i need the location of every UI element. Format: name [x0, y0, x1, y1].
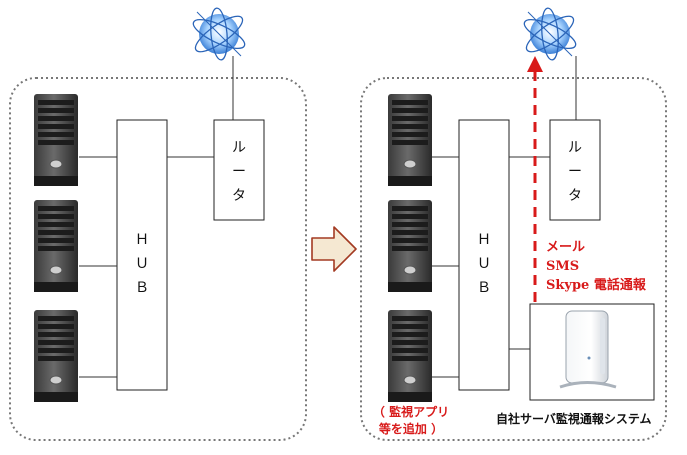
notify-method-email: メール [546, 240, 586, 255]
nas-device-icon [559, 310, 617, 389]
server-tower-icon [33, 93, 79, 187]
router-label-char: タ [568, 188, 582, 204]
transition-arrow-icon [311, 226, 357, 272]
globe-icon [520, 6, 580, 62]
right-hub-label: Ｈ Ｕ Ｂ [474, 228, 494, 300]
hub-label-char: Ｈ [477, 232, 491, 248]
notification-arrow-head-icon [527, 56, 543, 72]
hub-label-char: Ｂ [477, 280, 491, 296]
app-note-line: 等を追加 ） [378, 422, 444, 436]
router-label-char: ル [232, 140, 246, 156]
router-label-char: タ [232, 188, 246, 204]
app-addition-note: （ 監視アプリ 等を追加 ） [366, 404, 456, 438]
hub-label-char: Ｕ [477, 256, 491, 272]
hub-label-char: Ｂ [135, 280, 149, 296]
right-router-box [549, 119, 601, 221]
notification-methods: メール SMS Skype 電話通報 [546, 238, 646, 295]
server-tower-icon [33, 199, 79, 293]
router-label-char: ー [568, 164, 582, 180]
router-label-char: ル [568, 140, 582, 156]
left-hub-box [116, 119, 168, 391]
server-tower-icon [387, 309, 433, 403]
server-tower-icon [387, 93, 433, 187]
hub-label-char: Ｈ [135, 232, 149, 248]
notify-method-skype-call: Skype 電話通報 [546, 278, 646, 293]
right-hub-box [458, 119, 510, 391]
left-network-boundary [9, 77, 307, 441]
app-note-line: （ 監視アプリ [372, 405, 450, 419]
right-router-label: ル ー タ [565, 136, 585, 208]
globe-icon [189, 6, 249, 62]
server-tower-icon [33, 309, 79, 403]
router-label-char: ー [232, 164, 246, 180]
server-tower-icon [387, 199, 433, 293]
notify-method-sms: SMS [546, 259, 580, 274]
left-router-label: ル ー タ [229, 136, 249, 208]
system-caption: 自社サーバ監視通報システム [496, 412, 652, 426]
hub-label-char: Ｕ [135, 256, 149, 272]
left-router-box [213, 119, 265, 221]
right-network-boundary [360, 77, 667, 441]
left-hub-label: Ｈ Ｕ Ｂ [132, 228, 152, 300]
